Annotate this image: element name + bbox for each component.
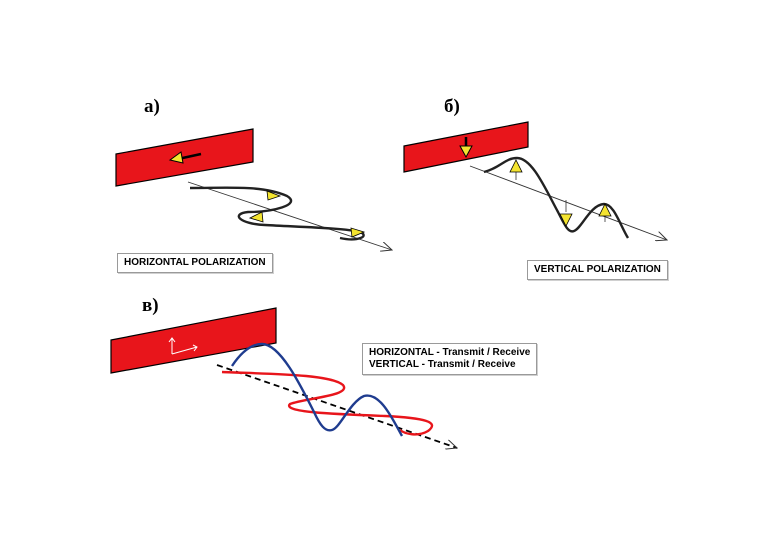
antenna-plate-c [110, 307, 277, 374]
propagation-axis-a [187, 181, 392, 250]
field-arrow-b-2 [559, 213, 573, 227]
vertical-wave-c [231, 342, 404, 437]
field-arrow-a-3 [350, 227, 366, 238]
propagation-axis-b [469, 165, 667, 240]
vertical-wave-b [483, 156, 630, 239]
panel-a-label: а) [144, 96, 160, 117]
field-arrow-b-1 [509, 159, 523, 173]
caption-text: HORIZONTAL POLARIZATION [124, 257, 266, 268]
field-arrow-a-2 [248, 211, 264, 223]
legend-horizontal: HORIZONTAL - Transmit / Receive [369, 347, 531, 358]
panel-c-label: в) [142, 295, 159, 316]
panel-a-diagram [115, 128, 392, 250]
polarization-axes-icon [168, 337, 198, 355]
field-arrow-b-3 [598, 203, 612, 217]
horizontal-polarization-caption: HORIZONTAL POLARIZATION [117, 253, 273, 273]
caption-text: VERTICAL POLARIZATION [534, 264, 661, 275]
legend-vertical: VERTICAL - Transmit / Receive [369, 359, 516, 370]
antenna-arrow-a [168, 151, 202, 164]
panel-b-label: б) [444, 96, 460, 117]
field-arrow-a-1 [266, 190, 282, 201]
panel-c-diagram [110, 307, 457, 448]
vertical-polarization-caption: VERTICAL POLARIZATION [527, 260, 668, 280]
antenna-arrow-b [459, 137, 473, 159]
propagation-axis-c [216, 364, 457, 448]
horizontal-wave-c [221, 370, 434, 436]
panel-b-diagram [403, 121, 667, 240]
legend-box: HORIZONTAL - Transmit / Receive VERTICAL… [362, 343, 538, 375]
